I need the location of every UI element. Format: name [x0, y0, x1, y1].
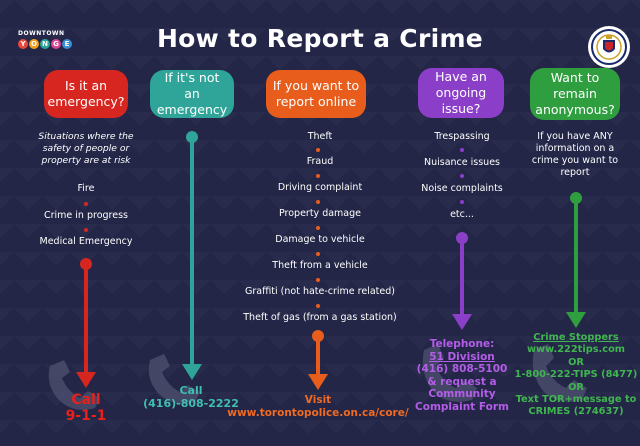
logo-letter: Y [18, 39, 28, 49]
anonymous-heading-box: Want to remain anonymous? [530, 68, 620, 120]
anonymous-arrow-stem [574, 202, 578, 314]
list-dot [460, 174, 464, 178]
online-start-dot [312, 330, 324, 342]
list-item: Damage to vehicle [275, 234, 365, 245]
not-emergency-start-dot [186, 131, 198, 143]
list-dot [316, 278, 320, 282]
anonymous-description: If you have ANY information on a crime y… [531, 131, 619, 178]
list-dot [460, 200, 464, 204]
list-item: Medical Emergency [39, 236, 133, 247]
ongoing-action-line: (416) 808-5100 [416, 363, 508, 376]
list-dot [316, 252, 320, 256]
anonymous-action-line: OR [568, 356, 584, 368]
emergency-arrow-stem [84, 268, 88, 374]
not-emergency-arrow-head-icon [182, 364, 202, 380]
list-item: Theft of gas (from a gas station) [243, 312, 397, 323]
list-item: Fire [77, 183, 95, 194]
list-item: Property damage [278, 208, 362, 219]
crime-stoppers-url-link[interactable]: www.222tips.com [526, 344, 626, 356]
downtown-yonge-logo: DOWNTOWN Y O N G E [18, 30, 72, 49]
list-dot [316, 226, 320, 230]
ongoing-action-line: & request a [427, 375, 497, 388]
ongoing-action-line: 51 Division [429, 350, 495, 363]
not-emergency-heading-box: If it's not an emergency [150, 70, 234, 118]
emergency-action: Call 9-1-1 [44, 392, 128, 424]
list-item: Crime in progress [44, 210, 128, 221]
online-arrow-stem [316, 340, 320, 376]
anonymous-action-line: Crime Stoppers [533, 332, 619, 343]
list-item: Trespassing [434, 131, 490, 142]
list-item: etc... [450, 209, 474, 220]
list-item: Nuisance issues [424, 157, 500, 168]
ongoing-action-line: Community [428, 388, 496, 401]
list-item: Theft from a vehicle [272, 260, 368, 271]
anonymous-action-line: 1-800-222-TIPS (8477) [514, 369, 638, 381]
online-action-line: Visit [304, 394, 332, 406]
ongoing-action-line: Telephone: [429, 338, 495, 350]
phone-icon [148, 354, 200, 404]
emergency-arrow-head-icon [76, 372, 96, 388]
logo-letter: E [62, 39, 72, 49]
emergency-action-line: Call [71, 392, 101, 408]
police-crest-icon [588, 26, 630, 68]
list-dot [316, 200, 320, 204]
list-item: Fraud [306, 156, 334, 167]
ongoing-action: Telephone: 51 Division (416) 808-5100 & … [408, 338, 516, 414]
logo-letter: N [40, 39, 50, 49]
ongoing-start-dot [456, 232, 468, 244]
anonymous-action-line: CRIMES (274637) [528, 406, 624, 418]
list-dot [316, 304, 320, 308]
not-emergency-action-line: (416)-808-2222 [143, 397, 239, 410]
list-dot [316, 148, 320, 152]
online-url-link[interactable]: www.torontopolice.on.ca/core/ [227, 407, 409, 419]
phone-icon [532, 344, 587, 402]
ongoing-arrow-stem [460, 242, 464, 316]
logo-letter: O [29, 39, 39, 49]
list-dot [460, 148, 464, 152]
emergency-description: Situations where the safety of people or… [38, 131, 134, 166]
anonymous-action-line: Text TOR+message to [515, 394, 637, 406]
ongoing-arrow-head-icon [452, 314, 472, 330]
logo-letters: Y O N G E [18, 39, 72, 49]
list-item: Graffiti (not hate-crime related) [245, 286, 395, 297]
not-emergency-arrow-stem [190, 141, 194, 366]
phone-icon [48, 360, 100, 410]
online-arrow-head-icon [308, 374, 328, 390]
list-dot [84, 228, 88, 232]
online-heading-box: If you want to report online [266, 70, 366, 118]
logo-small-text: DOWNTOWN [18, 30, 65, 37]
online-action[interactable]: Visit www.torontopolice.on.ca/core/ [226, 394, 410, 420]
not-emergency-action: Call (416)-808-2222 [136, 384, 246, 410]
list-dot [316, 174, 320, 178]
emergency-start-dot [80, 258, 92, 270]
anonymous-action: Crime Stoppers www.222tips.com OR 1-800-… [514, 332, 638, 419]
list-dot [84, 202, 88, 206]
anonymous-arrow-head-icon [566, 312, 586, 328]
page-title: How to Report a Crime [156, 24, 484, 53]
logo-letter: G [51, 39, 61, 49]
ongoing-action-line: Complaint Form [415, 400, 509, 413]
list-item: Theft [307, 131, 333, 142]
phone-icon [422, 344, 477, 402]
emergency-heading-box: Is it an emergency? [44, 70, 128, 118]
ongoing-heading-box: Have an ongoing issue? [418, 68, 504, 118]
anonymous-action-line: OR [568, 381, 584, 393]
anonymous-start-dot [570, 192, 582, 204]
emergency-action-line: 9-1-1 [65, 408, 107, 424]
list-item: Driving complaint [277, 182, 363, 193]
list-item: Noise complaints [421, 183, 503, 194]
not-emergency-action-line: Call [179, 384, 203, 397]
